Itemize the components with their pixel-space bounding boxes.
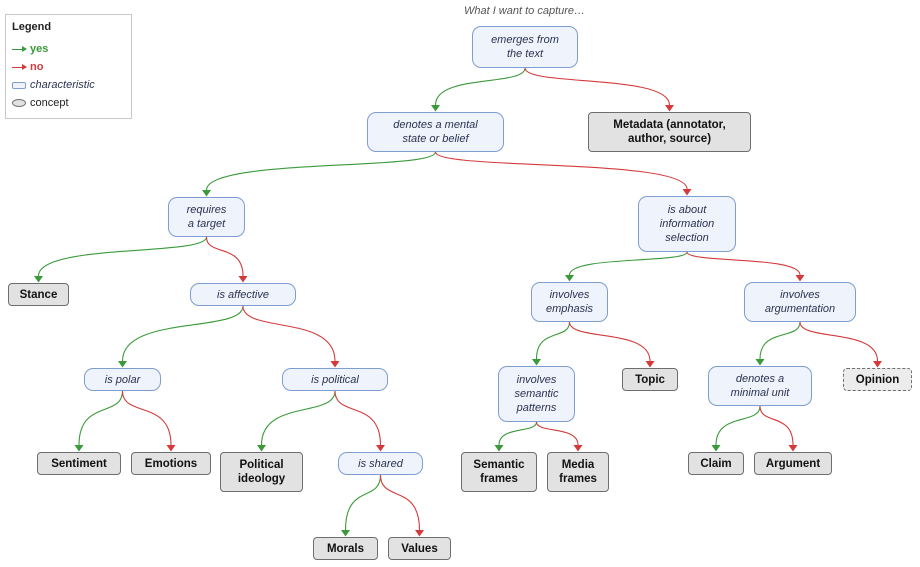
- edge-yes: [260, 390, 336, 446]
- node-sentiment: Sentiment: [37, 452, 121, 475]
- edge-yes: [78, 390, 124, 446]
- arrowhead-yes: [431, 105, 440, 112]
- arrowhead-yes: [74, 445, 84, 452]
- node-emerges-from-text: emerges from the text: [472, 26, 578, 68]
- arrowhead-yes: [34, 276, 43, 283]
- arrowhead-no: [238, 276, 248, 283]
- edge-yes: [498, 421, 538, 446]
- edge-no: [242, 305, 336, 362]
- node-info-selection: is about information selection: [638, 196, 736, 252]
- legend-yes-label: yes: [30, 43, 49, 55]
- node-topic: Topic: [622, 368, 678, 391]
- edge-no: [379, 474, 421, 531]
- legend-row-no: no: [12, 58, 125, 76]
- edge-no: [434, 151, 688, 190]
- node-involves-emphasis: involves emphasis: [531, 282, 608, 322]
- node-media-frames: Media frames: [547, 452, 609, 492]
- legend-title: Legend: [12, 21, 52, 33]
- node-mental-state: denotes a mental state or belief: [367, 112, 504, 152]
- edge-yes: [715, 405, 761, 446]
- arrowhead-no: [645, 361, 655, 368]
- node-claim: Claim: [688, 452, 744, 475]
- oval-icon: [12, 99, 26, 107]
- edge-yes: [568, 251, 688, 276]
- edge-no: [568, 321, 651, 362]
- arrowhead-no: [682, 189, 692, 196]
- edge-no: [759, 405, 794, 446]
- edge-no: [121, 390, 172, 446]
- red-arrow-icon: [12, 63, 27, 70]
- arrowhead-no: [573, 445, 583, 452]
- node-emotions: Emotions: [131, 452, 211, 475]
- arrowhead-yes: [532, 359, 541, 366]
- node-requires-target: requires a target: [168, 197, 245, 237]
- edge-yes: [434, 67, 526, 106]
- edge-no: [205, 236, 244, 277]
- arrowhead-yes: [118, 361, 127, 368]
- arrowhead-no: [376, 445, 385, 452]
- node-political-ideology: Political ideology: [220, 452, 303, 492]
- edge-yes: [344, 474, 382, 531]
- arrowhead-yes: [565, 275, 574, 282]
- node-minimal-unit: denotes a minimal unit: [708, 366, 812, 406]
- arrowhead-yes: [341, 530, 350, 537]
- arrowhead-no: [873, 361, 882, 368]
- node-morals: Morals: [313, 537, 378, 560]
- green-arrow-icon: [12, 45, 27, 52]
- edge-no: [535, 421, 579, 446]
- node-stance: Stance: [8, 283, 69, 306]
- arrowhead-no: [665, 105, 674, 112]
- arrowhead-yes: [494, 445, 504, 452]
- edge-no: [334, 390, 382, 446]
- edge-yes: [121, 305, 244, 362]
- node-is-shared: is shared: [338, 452, 423, 475]
- legend-row-characteristic: characteristic: [12, 76, 125, 94]
- edge-yes: [759, 321, 801, 360]
- arrowhead-no: [166, 445, 176, 452]
- edge-no: [524, 67, 671, 106]
- node-argument: Argument: [754, 452, 832, 475]
- edge-no: [686, 251, 801, 276]
- node-semantic-frames: Semantic frames: [461, 452, 537, 492]
- arrowhead-yes: [202, 190, 211, 197]
- arrowhead-no: [415, 530, 424, 537]
- node-metadata: Metadata (annotator, author, source): [588, 112, 751, 152]
- edge-no: [799, 321, 879, 362]
- edge-yes: [535, 321, 571, 360]
- arrowhead-yes: [755, 359, 765, 366]
- node-opinion: Opinion: [843, 368, 912, 391]
- arrowhead-no: [788, 445, 798, 452]
- arrowhead-no: [330, 361, 340, 368]
- arrowhead-yes: [711, 445, 721, 452]
- legend-concept-label: concept: [30, 97, 69, 109]
- rounded-rect-icon: [12, 81, 26, 89]
- legend: Legend yes no characteristic concept: [5, 14, 132, 119]
- arrowhead-yes: [257, 445, 266, 452]
- arrowhead-no: [795, 275, 805, 282]
- node-is-affective: is affective: [190, 283, 296, 306]
- node-is-political: is political: [282, 368, 388, 391]
- legend-row-concept: concept: [12, 94, 125, 112]
- node-involves-argumentation: involves argumentation: [744, 282, 856, 322]
- node-semantic-patterns: involves semantic patterns: [498, 366, 575, 422]
- diagram-caption: What I want to capture…: [463, 5, 586, 17]
- edge-yes: [37, 236, 208, 277]
- node-values: Values: [388, 537, 451, 560]
- legend-row-yes: yes: [12, 40, 125, 58]
- node-is-polar: is polar: [84, 368, 161, 391]
- legend-characteristic-label: characteristic: [30, 79, 95, 91]
- edge-yes: [205, 151, 437, 191]
- legend-no-label: no: [30, 61, 44, 73]
